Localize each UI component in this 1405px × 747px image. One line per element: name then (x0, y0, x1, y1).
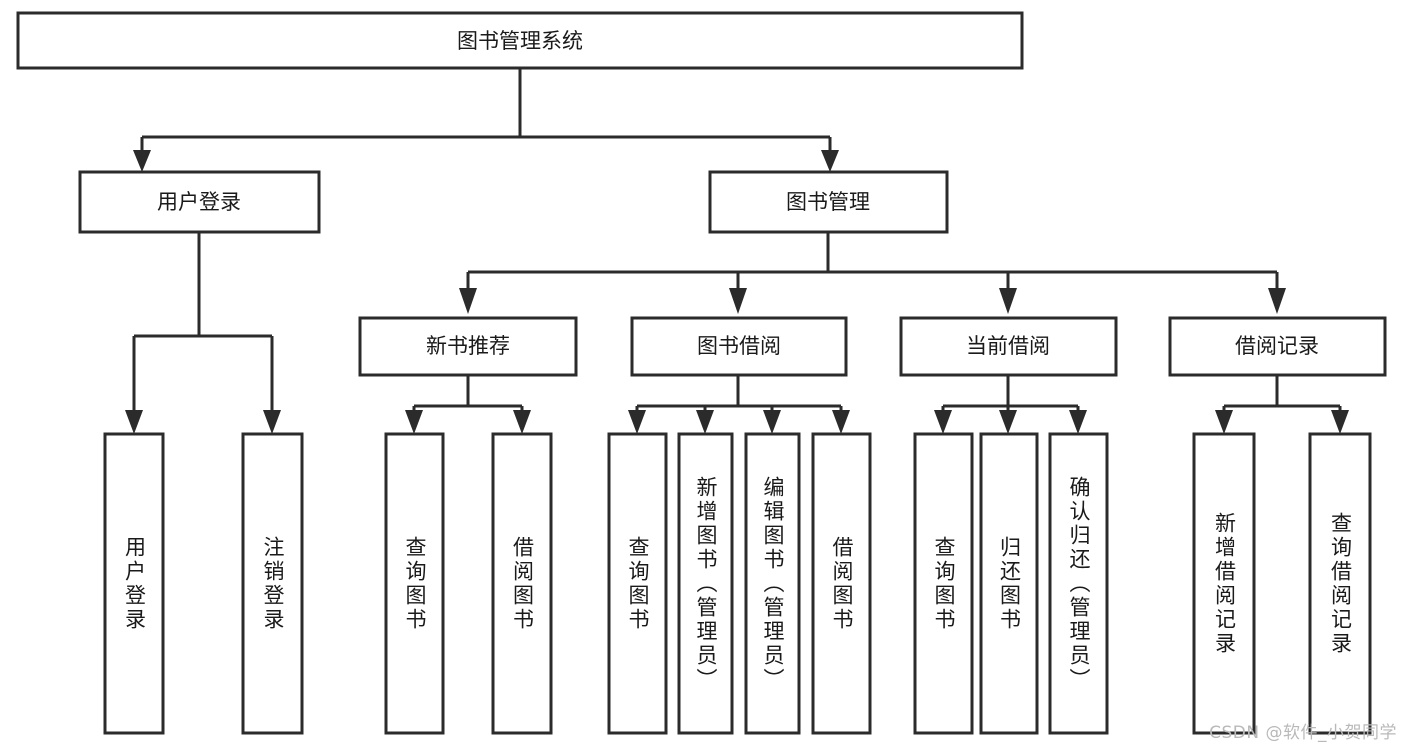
node-current-borrow-label: 当前借阅 (966, 334, 1050, 358)
node-book-management[interactable]: 图书管理 (708, 170, 949, 234)
leaf-node-add-borrow-record[interactable] (1192, 432, 1256, 735)
leaf-node-query-book-current[interactable] (913, 432, 974, 735)
node-root[interactable]: 图书管理系统 (16, 11, 1024, 70)
connector-borrow-to-leaves (628, 375, 850, 434)
leaf-node-borrow-book-recommend[interactable] (491, 432, 553, 735)
connector-root-to-level2 (133, 68, 839, 172)
connector-bookmgmt-to-level3 (459, 232, 1286, 314)
node-borrow-record-label: 借阅记录 (1235, 334, 1319, 358)
connector-newbook-to-leaves (405, 375, 531, 434)
node-current-borrow[interactable]: 当前借阅 (899, 316, 1118, 377)
leaf-node-logout[interactable] (241, 432, 304, 735)
connector-current-to-leaves (934, 375, 1087, 434)
connector-userlogin-to-leaves (125, 232, 281, 434)
node-book-borrow-label: 图书借阅 (697, 334, 781, 358)
leaf-node-query-borrow-record[interactable] (1308, 432, 1372, 735)
leaf-node-query-book-recommend[interactable] (384, 432, 445, 735)
node-user-login[interactable]: 用户登录 (78, 170, 321, 234)
leaf-node-query-book-borrow[interactable] (607, 432, 668, 735)
connector-record-to-leaves (1215, 375, 1349, 434)
node-user-login-label: 用户登录 (157, 190, 241, 214)
node-book-borrow[interactable]: 图书借阅 (630, 316, 848, 377)
leaf-node-add-book-admin[interactable] (677, 432, 734, 735)
node-borrow-record[interactable]: 借阅记录 (1168, 316, 1387, 377)
node-new-book-recommend-label: 新书推荐 (426, 334, 510, 358)
leaf-node-user-login[interactable] (103, 432, 165, 735)
node-root-label: 图书管理系统 (457, 29, 583, 53)
csdn-watermark: CSDN @软件_小贺同学 (1209, 723, 1397, 743)
leaf-node-borrow-book[interactable] (811, 432, 872, 735)
leaf-node-confirm-return-admin[interactable] (1048, 432, 1109, 735)
leaf-node-return-book[interactable] (979, 432, 1039, 735)
leaf-node-edit-book-admin[interactable] (744, 432, 801, 735)
node-book-management-label: 图书管理 (786, 190, 870, 214)
node-new-book-recommend[interactable]: 新书推荐 (358, 316, 578, 377)
